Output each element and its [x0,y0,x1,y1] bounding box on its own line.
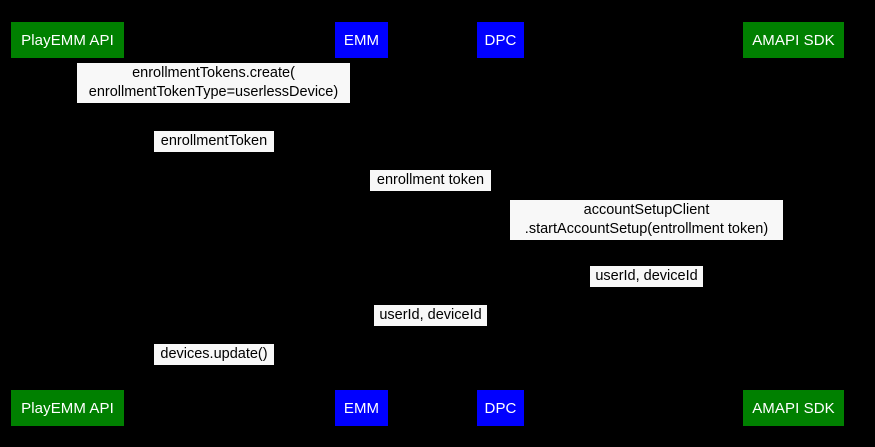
participant-bottom-emm[interactable]: EMM [335,390,388,426]
message-label-enrollment-token-response: enrollmentToken [154,131,274,152]
arrow-message-2 [67,153,361,154]
message-label-enrollment-tokens-create: enrollmentTokens.create( enrollmentToken… [77,63,350,103]
participant-top-dpc[interactable]: DPC [477,22,524,58]
lifeline-amapi-sdk [793,58,794,388]
participant-label: PlayEMM API [21,399,114,417]
lifeline-emm [361,58,362,388]
arrow-message-1 [67,104,361,105]
message-label-enrollment-token: enrollment token [370,170,491,191]
participant-top-playemm-api[interactable]: PlayEMM API [11,22,124,58]
participant-label: AMAPI SDK [752,399,835,417]
message-label-devices-update: devices.update() [154,344,274,365]
arrow-message-6 [361,327,500,328]
participant-top-emm[interactable]: EMM [335,22,388,58]
participant-bottom-playemm-api[interactable]: PlayEMM API [11,390,124,426]
message-label-account-setup-client: accountSetupClient .startAccountSetup(en… [510,200,783,240]
lifeline-playemm-api [67,58,68,388]
participant-bottom-dpc[interactable]: DPC [477,390,524,426]
participant-label: DPC [484,399,517,417]
message-label-userid-deviceid-sdk-to-dpc: userId, deviceId [590,266,703,287]
participant-label: PlayEMM API [21,31,114,49]
participant-bottom-amapi-sdk[interactable]: AMAPI SDK [743,390,844,426]
lifeline-dpc [500,58,501,388]
participant-top-amapi-sdk[interactable]: AMAPI SDK [743,22,844,58]
arrow-message-4 [500,240,793,241]
participant-label: EMM [343,31,380,49]
arrow-message-3 [361,192,500,193]
participant-label: EMM [343,399,380,417]
arrow-message-7 [67,366,361,367]
participant-label: AMAPI SDK [752,31,835,49]
arrow-message-5 [500,288,793,289]
participant-label: DPC [484,31,517,49]
message-label-userid-deviceid-dpc-to-emm: userId, deviceId [374,305,487,326]
